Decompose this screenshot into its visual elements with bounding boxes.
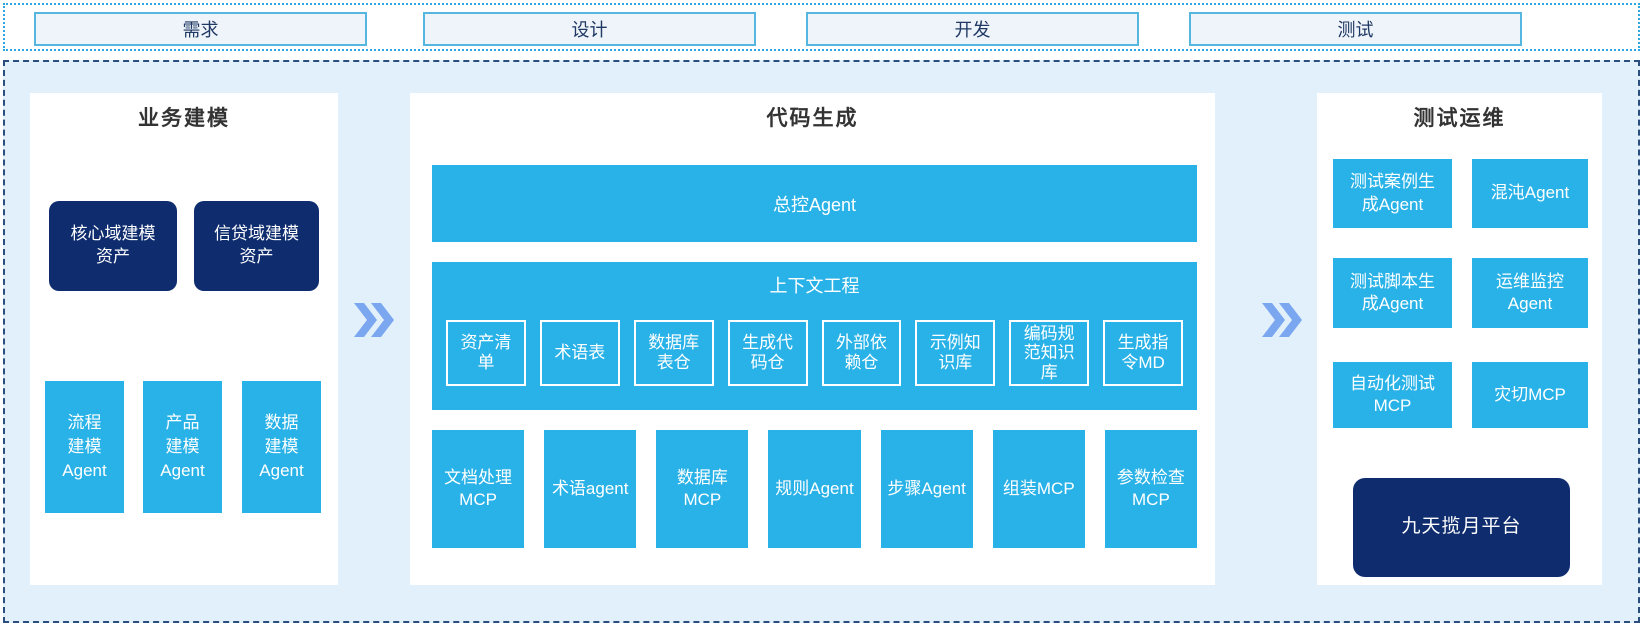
assembly-mcp-box: 组装MCP [992,430,1085,548]
test-ops-title: 测试运维 [1413,107,1506,130]
phase-box-design: 设计 [423,12,756,46]
step-agent-box: 步骤Agent [880,430,973,548]
context-engineering-bar: 上下文工程 资产清单 术语表 数据库表仓 生成代码仓 外部依赖仓 示例知识库 编… [432,262,1197,410]
automated-testing-mcp-box: 自动化测试MCP [1333,362,1452,428]
test-script-generation-agent-box: 测试脚本生成Agent [1333,258,1452,328]
context-engineering-items: 资产清单 术语表 数据库表仓 生成代码仓 外部依赖仓 示例知识库 编码规范知识库… [446,320,1183,386]
db-table-repo-box: 数据库表仓 [633,320,714,386]
ops-monitoring-agent-box: 运维监控Agent [1472,258,1588,328]
product-modeling-agent-box: 产品建模Agent [143,381,222,513]
phase-box-testing: 测试 [1189,12,1522,46]
rule-agent-box: 规则Agent [768,430,861,548]
phase-box-requirements: 需求 [34,12,367,46]
business-modeling-title: 业务建模 [138,107,230,130]
process-modeling-agent-box: 流程建模Agent [45,381,124,513]
generated-code-repo-box: 生成代码仓 [727,320,808,386]
master-control-agent-bar: 总控Agent [432,165,1197,242]
document-processing-mcp-box: 文档处理MCP [432,430,525,548]
code-generation-column: 代码生成 总控Agent 上下文工程 资产清单 术语表 数据库表仓 生成代码仓 … [410,93,1215,585]
example-knowledge-base-box: 示例知识库 [915,320,996,386]
database-mcp-box: 数据库MCP [656,430,749,548]
core-domain-modeling-asset-box: 核心域建模资产 [49,201,177,291]
glossary-box: 术语表 [539,320,620,386]
credit-domain-modeling-asset-box: 信贷域建模资产 [194,201,319,291]
code-generation-tools-row: 文档处理MCP 术语agent 数据库MCP 规则Agent 步骤Agent 组… [432,430,1197,548]
flow-arrow-icon [352,302,396,338]
asset-list-box: 资产清单 [446,320,526,386]
test-ops-column: 测试运维 测试案例生成Agent 混沌Agent 测试脚本生成Agent 运维监… [1317,93,1602,585]
coding-standard-knowledge-base-box: 编码规范知识库 [1009,320,1090,386]
code-generation-title: 代码生成 [766,107,859,130]
glossary-agent-box: 术语agent [544,430,637,548]
business-modeling-column: 业务建模 核心域建模资产 信贷域建模资产 流程建模Agent 产品建模Agent… [30,93,338,585]
flow-arrow-icon [1260,302,1304,338]
phase-box-development: 开发 [806,12,1139,46]
jiutian-lanyue-platform-box: 九天揽月平台 [1353,478,1570,577]
data-modeling-agent-box: 数据建模Agent [242,381,321,513]
generation-instruction-md-box: 生成指令MD [1103,320,1183,386]
phase-strip: 需求 设计 开发 测试 [3,3,1640,51]
disaster-switch-mcp-box: 灾切MCP [1472,362,1588,428]
parameter-check-mcp-box: 参数检查MCP [1104,430,1197,548]
context-engineering-title: 上下文工程 [769,276,860,296]
test-case-generation-agent-box: 测试案例生成Agent [1333,159,1452,228]
chaos-agent-box: 混沌Agent [1472,159,1588,228]
external-dependency-repo-box: 外部依赖仓 [821,320,902,386]
